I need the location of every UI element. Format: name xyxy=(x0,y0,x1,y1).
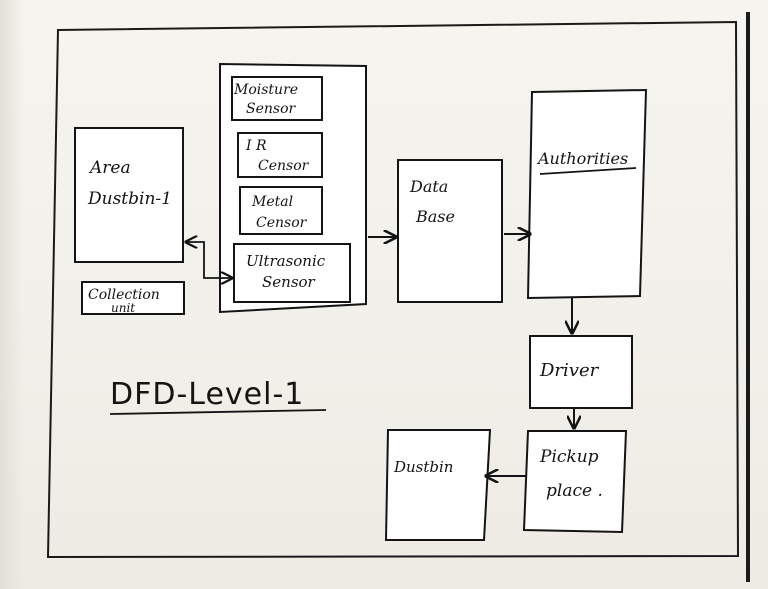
dustbin-label: Dustbin xyxy=(393,458,453,476)
area-dustbin-line-1: Area xyxy=(88,158,131,178)
ultrasonic-sensor-line-1: Ultrasonic xyxy=(246,252,326,270)
collection-unit-line-2: unit xyxy=(111,301,135,315)
database-line-2: Base xyxy=(415,207,455,226)
authorities-label: Authorities xyxy=(536,149,628,168)
ir-sensor-box xyxy=(237,132,323,178)
authorities-box xyxy=(526,88,648,300)
diagram-title: DFD-Level-1 xyxy=(110,377,304,412)
moisture-sensor-box xyxy=(231,76,323,121)
area-dustbin-box xyxy=(74,127,184,263)
title-underline xyxy=(109,409,327,415)
moisture-sensor-line-1: Moisture xyxy=(233,82,298,98)
database-box xyxy=(397,159,503,303)
ir-sensor-line-1: I R xyxy=(245,138,267,154)
pickup-place-line-1: Pickup xyxy=(539,447,599,467)
page-edge-line xyxy=(746,12,750,582)
ultrasonic-sensor-box xyxy=(233,243,351,303)
pickup-place-box xyxy=(522,430,628,534)
database-line-1: Data xyxy=(409,177,448,196)
dustbin-box xyxy=(384,429,492,541)
area-dustbin-line-2: Dustbin-1 xyxy=(87,189,172,209)
collection-unit-box xyxy=(81,281,185,315)
collection-unit-line-1: Collection xyxy=(88,287,160,303)
moisture-sensor-line-2: Sensor xyxy=(246,101,297,117)
ir-sensor-line-2: Censor xyxy=(258,158,310,174)
arrow-dustbin-ultrasonic xyxy=(186,242,232,278)
metal-sensor-line-2: Censor xyxy=(256,215,308,231)
diagram-frame xyxy=(46,20,740,559)
driver-box xyxy=(529,335,633,409)
authorities-underline xyxy=(539,167,637,175)
metal-sensor-box xyxy=(239,186,323,235)
page-shadow xyxy=(0,0,24,589)
metal-sensor-line-1: Metal xyxy=(251,194,293,210)
pickup-place-line-2: place . xyxy=(546,481,603,501)
driver-label: Driver xyxy=(539,360,600,381)
ultrasonic-sensor-line-2: Sensor xyxy=(262,273,316,291)
